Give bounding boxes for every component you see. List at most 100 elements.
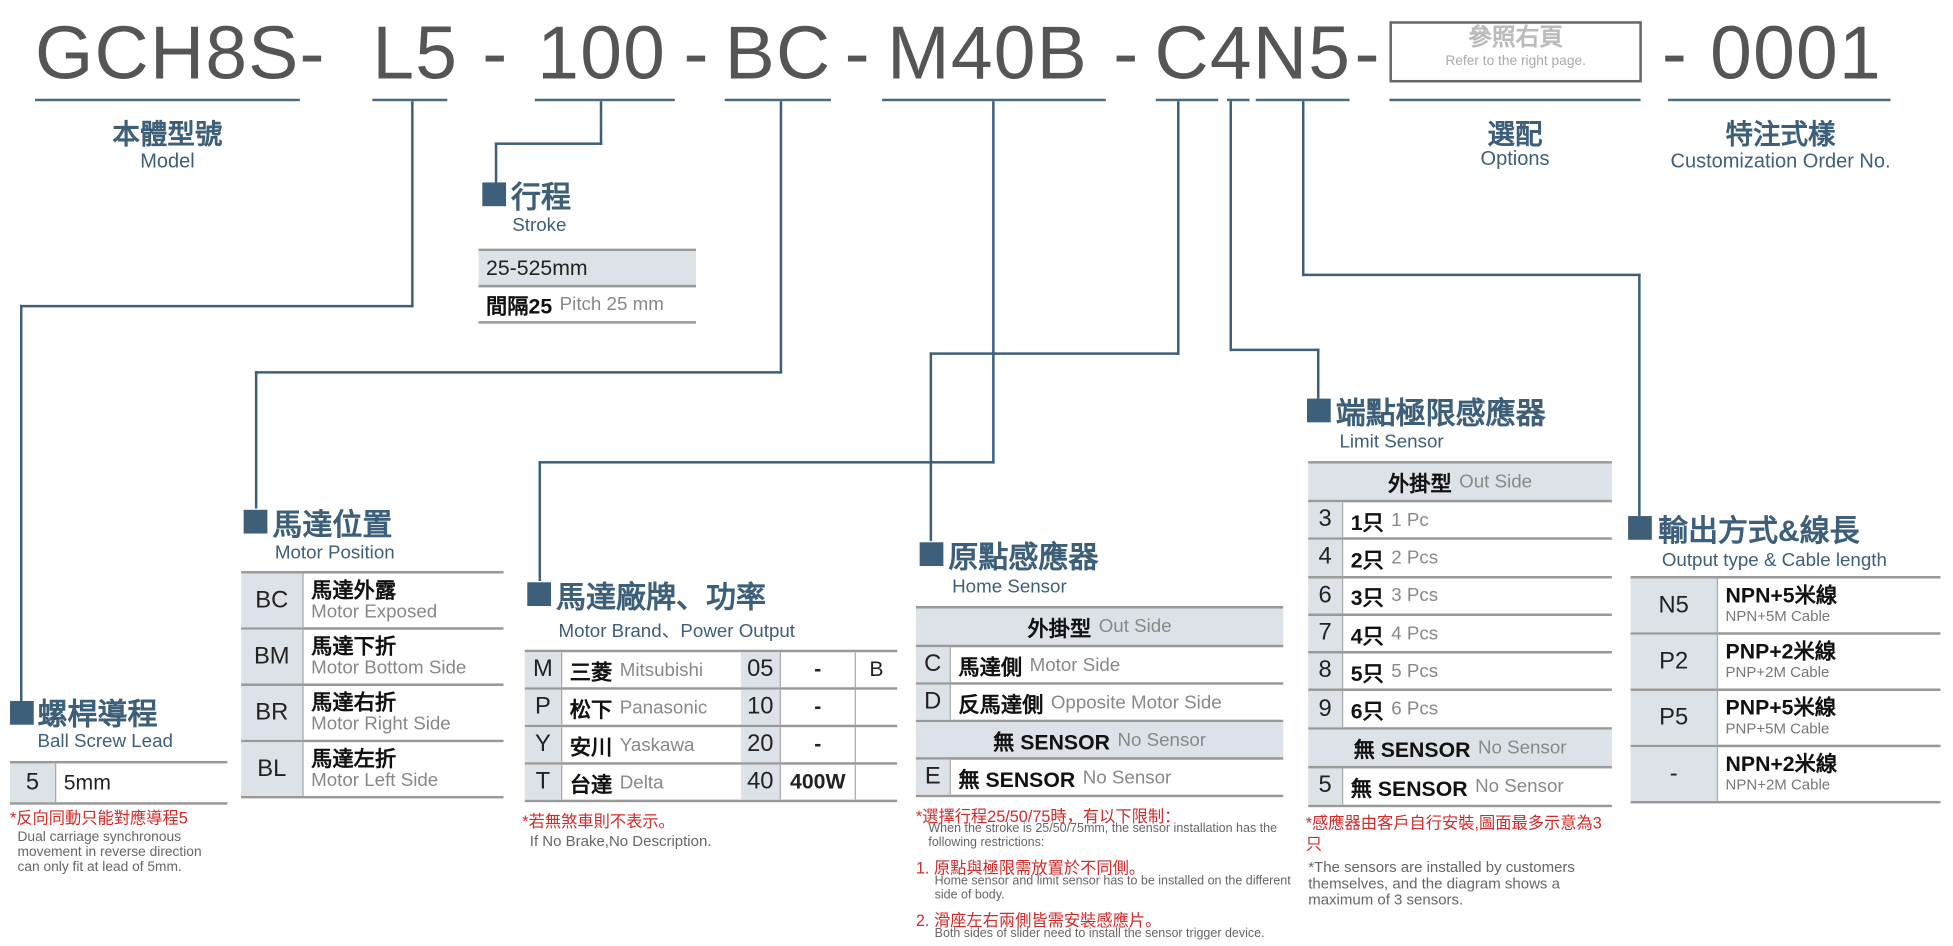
code-sensor: C4N5 (1154, 11, 1352, 95)
row-code: P (524, 689, 563, 725)
desc-cn: 三菱 (569, 660, 613, 685)
row-code: 7 (1308, 615, 1344, 652)
connector-line (1301, 101, 1305, 277)
motor-code: 10 (740, 689, 781, 725)
code-position: BC (724, 11, 832, 95)
limit-title-cn: 端點極限感應器 (1335, 397, 1546, 432)
row-description: 反馬達側 Opposite Motor Side (951, 685, 1283, 720)
desc-cn: 台達 (569, 772, 613, 797)
section-marker-icon (527, 582, 552, 607)
connector-line (538, 461, 542, 582)
desc-cn: 馬達下折 (311, 634, 397, 658)
connector-line (929, 352, 1180, 355)
underline (1668, 98, 1891, 102)
desc-cn: 無 SENSOR (1350, 776, 1468, 801)
motor-power: - (781, 727, 856, 763)
motor-power: 400W (781, 764, 856, 800)
stroke-title-en: Stroke (512, 214, 567, 237)
options-label-en: Options (1480, 148, 1550, 170)
desc-cn: NPN+5米線 (1725, 582, 1838, 607)
underline (1155, 98, 1219, 102)
desc-en: NPN+5M Cable (1725, 606, 1831, 625)
code-dash: - (482, 11, 509, 95)
code-dash: - (683, 11, 710, 95)
motor-title-cn: 馬達廠牌、功率 (556, 581, 766, 615)
desc-en: Motor Right Side (311, 712, 451, 735)
row-code: C (915, 647, 951, 683)
code-lead: L5 (372, 11, 459, 95)
connector-line (599, 101, 603, 145)
desc-cn: PNP+5米線 (1725, 695, 1836, 720)
desc-en: Opposite Motor Side (1050, 691, 1222, 713)
connector-line (538, 461, 995, 464)
header-en: No Sensor (1477, 736, 1567, 759)
desc-en: NPN+2M Cable (1725, 775, 1831, 793)
row-code: BM (241, 629, 304, 684)
options-box-en: Refer to the right page. (1445, 53, 1586, 69)
header-cn: 外掛型 (1027, 617, 1092, 641)
code-custom: - 0001 (1661, 11, 1882, 95)
underline (372, 98, 448, 102)
home-title-cn: 原點感應器 (948, 541, 1099, 575)
desc-en: Motor Exposed (311, 600, 438, 622)
section-marker-icon (482, 182, 507, 207)
brake-code (856, 727, 897, 762)
desc-cn: 反馬達側 (958, 692, 1044, 717)
home-note2-cn: 2. 滑座左右兩側皆需安裝感應片。 (915, 910, 1162, 930)
desc-cn: 馬達側 (958, 655, 1023, 680)
options-label-cn: 選配 (1487, 118, 1543, 150)
section-marker-icon (1306, 398, 1331, 423)
stroke-pitch-cn: 間隔25 (486, 294, 553, 319)
connector-line (254, 371, 258, 509)
row-code: Y (524, 727, 563, 763)
lead-title-en: Ball Screw Lead (37, 730, 173, 753)
desc-cn: 3只 (1350, 586, 1384, 611)
desc-cn: 馬達外露 (311, 577, 397, 602)
position-title-cn: 馬達位置 (272, 508, 393, 543)
desc-cn: 馬達右折 (311, 690, 397, 715)
limit-title-en: Limit Sensor (1339, 431, 1444, 453)
connector-line (254, 371, 783, 374)
desc-en: No Sensor (1475, 775, 1564, 797)
connector-line (1177, 101, 1180, 355)
motor-code: 40 (740, 764, 781, 800)
output-title-en: Output type & Cable length (1661, 549, 1887, 572)
header-en: Out Side (1098, 616, 1172, 638)
underline (724, 98, 831, 102)
row-code: 5 (9, 763, 57, 803)
row-code: 6 (1308, 578, 1344, 614)
row-code: T (524, 764, 563, 800)
lead-title-cn: 螺桿導程 (37, 698, 158, 733)
motor-power: - (781, 689, 856, 725)
code-dash: - (844, 11, 871, 95)
desc-en: PNP+5M Cable (1725, 719, 1830, 737)
row-value: 5mm (63, 770, 111, 795)
desc-en: 1 Pc (1391, 509, 1429, 531)
desc-en: PNP+2M Cable (1725, 662, 1830, 681)
row-description: 無 SENSOR No Sensor (1343, 768, 1612, 804)
model-label-cn: 本體型號 (112, 118, 223, 150)
motor-code: 20 (740, 727, 781, 763)
